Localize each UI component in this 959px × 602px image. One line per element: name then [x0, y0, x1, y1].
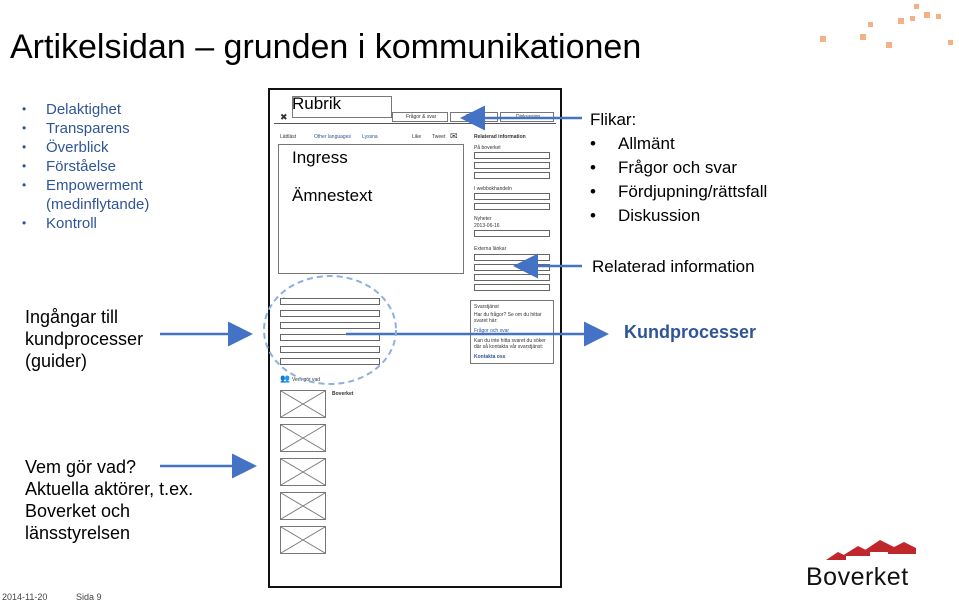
tab-fragor[interactable]	[392, 112, 448, 122]
actor-logo-placeholder	[280, 458, 326, 486]
value-item: Empowerment (medinflytande)	[22, 176, 182, 214]
rubrik-box	[292, 96, 392, 118]
wf-boverket: Boverket	[332, 391, 354, 397]
note-vem-gor-vad: Vem gör vad? Aktuella aktörer, t.ex. Bov…	[25, 457, 194, 543]
tweet-button[interactable]: Tweet	[432, 134, 446, 140]
boverket-logo-text: Boverket	[806, 563, 909, 591]
flik-item: Frågor och svar	[590, 156, 767, 180]
article-wireframe: ✖ Rubrik Frågor & svar Rättsfall Diskuss…	[268, 88, 562, 588]
wf-amnestext: Ämnestext	[292, 186, 373, 205]
related-field	[474, 162, 550, 169]
wf-rubrik: Rubrik	[292, 94, 342, 113]
flik-item: Diskussion	[590, 204, 767, 228]
relaterad-callout: Relaterad information	[592, 257, 755, 276]
slide-title: Artikelsidan – grunden i kommunikationen	[10, 28, 642, 66]
wf-nyheter: Nyheter	[474, 216, 492, 222]
actor-logo-placeholder	[280, 492, 326, 520]
related-field	[474, 193, 550, 200]
wf-externa-lankar: Externa länkar	[474, 246, 507, 252]
value-item: Förståelse	[22, 157, 182, 176]
wf-webbokhandeln: I webbokhandeln	[474, 186, 512, 192]
lyssna-link[interactable]: Lyssna	[362, 134, 378, 140]
values-list: Delaktighet Transparens Överblick Förstå…	[22, 100, 182, 233]
other-languages-link[interactable]: Other languages	[314, 134, 351, 140]
ingress-area	[278, 144, 464, 274]
lattlast-link[interactable]: Lättläst	[280, 134, 297, 140]
wf-har-du-fragor: Har du frågor? Se om du hittar svaret hä…	[474, 312, 542, 324]
actor-logo-placeholder	[280, 424, 326, 452]
footer-page: Sida 9	[76, 592, 102, 602]
actor-logo-placeholder	[280, 390, 326, 418]
flik-item: Allmänt	[590, 132, 767, 156]
guide-link[interactable]	[280, 298, 380, 305]
guide-link[interactable]	[280, 358, 380, 365]
related-field	[474, 254, 550, 261]
related-field	[474, 172, 550, 179]
boverket-logo-mark	[826, 540, 916, 560]
guide-link[interactable]	[280, 322, 380, 329]
related-field	[474, 274, 550, 281]
people-icon: 👥	[280, 374, 290, 383]
wf-kan-du-inte: Kan du inte hitta svaret du söker där så…	[474, 338, 546, 350]
note-ingangar: Ingångar till kundprocesser (guider)	[25, 307, 144, 371]
related-field	[474, 230, 550, 237]
svarstjanst-box	[470, 300, 554, 364]
wf-relaterad-heading: Relaterad information	[474, 134, 526, 140]
guide-link[interactable]	[280, 334, 380, 341]
tools-icon: ✖	[280, 112, 288, 122]
flik-item: Fördjupning/rättsfall	[590, 180, 767, 204]
guide-link[interactable]	[280, 346, 380, 353]
flikar-heading: Flikar:	[590, 110, 637, 129]
wf-svarstjanst: Svarstjänst	[474, 304, 499, 310]
mail-icon[interactable]: ✉	[450, 131, 458, 141]
tab-diskussion-label: Diskussion	[516, 114, 541, 120]
wf-fragor-och-svar-link[interactable]: Frågor och svar	[474, 328, 510, 334]
wf-pa-boverket: På boverket	[474, 145, 501, 151]
wf-nyheter-date: 2013-06-16	[474, 223, 500, 229]
footer-date: 2014-11-20	[2, 592, 48, 602]
decorative-squares	[820, 4, 953, 48]
related-field	[474, 284, 550, 291]
tab-rattsfall-label: Rättsfall	[466, 114, 485, 120]
tab-fragor-label: Frågor & svar	[406, 114, 437, 120]
wf-kontakta-oss-link[interactable]: Kontakta oss	[474, 354, 506, 360]
kundprocesser-callout: Kundprocesser	[624, 322, 757, 342]
value-item: Transparens	[22, 119, 182, 138]
value-item: Delaktighet	[22, 100, 182, 119]
value-item: Överblick	[22, 138, 182, 157]
like-button[interactable]: Like	[412, 134, 422, 140]
actor-logo-placeholder	[280, 526, 326, 554]
value-item: Kontroll	[22, 214, 182, 233]
related-field	[474, 203, 550, 210]
guide-link[interactable]	[280, 310, 380, 317]
wf-ingress: Ingress	[292, 148, 348, 167]
flikar-callout: Flikar: Allmänt Frågor och svar Fördjupn…	[590, 108, 767, 228]
wf-vem-gor-vad: Vem gör vad	[292, 377, 321, 383]
tab-divider	[274, 123, 556, 124]
related-field	[474, 152, 550, 159]
related-field	[474, 264, 550, 271]
